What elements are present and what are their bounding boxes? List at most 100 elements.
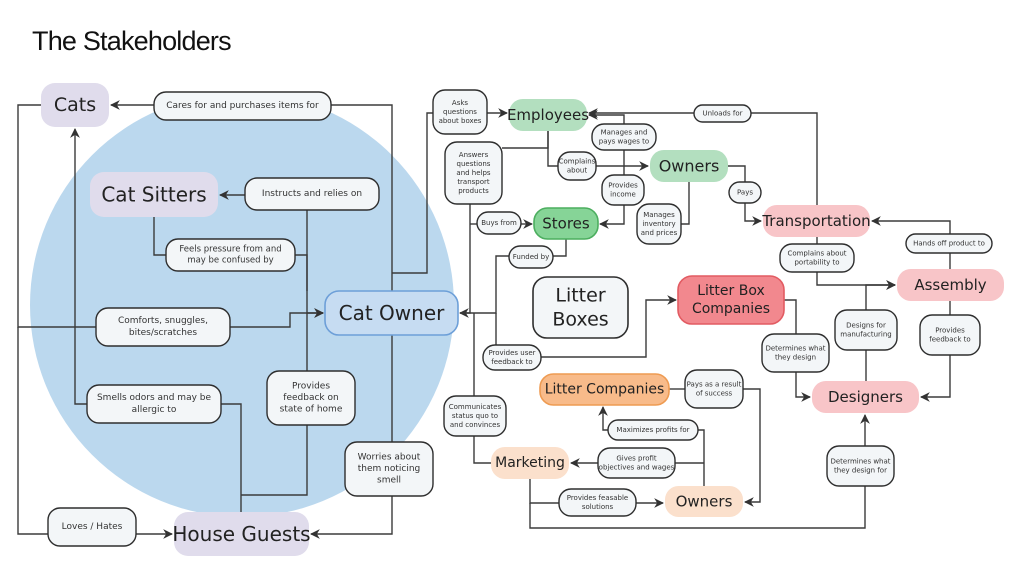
edge-label-text-line: they design for	[834, 466, 887, 474]
node-employees[interactable]: Employees	[507, 99, 589, 131]
node-owners-store[interactable]: Owners	[650, 150, 728, 182]
edge-unloads	[751, 112, 818, 205]
edge-label-text-line: Determines what	[830, 458, 890, 466]
edge-funded-2	[460, 255, 509, 314]
edge-label-text-line: Manages and	[601, 129, 648, 137]
edge-label-hands-off[interactable]: Hands off product to	[905, 233, 993, 254]
edge-label-text-line: Answers	[459, 151, 489, 159]
edge-sitters-pressure	[153, 217, 166, 256]
edge-label-maximizes-profits[interactable]: Maximizes profits for	[607, 419, 699, 441]
edge-label-box	[153, 91, 332, 121]
edge-funded	[553, 239, 567, 257]
node-text-line: Cat Owner	[339, 301, 446, 325]
node-cats[interactable]: Cats	[41, 83, 109, 127]
node-box	[677, 275, 785, 325]
node-litter-companies[interactable]: Litter Companies	[539, 373, 670, 406]
edge-label-box	[601, 174, 645, 206]
edge-portability-2	[816, 272, 896, 290]
edge-label-box	[432, 89, 488, 135]
node-stores[interactable]: Stores	[533, 207, 599, 240]
edge-label-text-line: Pays as a result	[687, 381, 742, 389]
edge-label-text-line: Complains about	[787, 250, 846, 258]
edge-label-text-line: Funded by	[513, 253, 550, 261]
edge-label-box	[86, 384, 222, 424]
node-text-line: Owners	[659, 157, 720, 176]
edge-label-box	[47, 507, 137, 547]
edge-label-text-line: Smells odors and may be	[97, 393, 212, 403]
edge-pays-2	[744, 203, 762, 226]
edge-label-text-line: and convinces	[450, 421, 501, 429]
edge-label-text-line: Gives profit	[616, 455, 657, 463]
edge-label-text-line: Designs for	[846, 322, 886, 330]
edge-label-text-line: products	[458, 187, 489, 195]
node-text-line: Assembly	[914, 276, 986, 294]
edge-label-text-line: and prices	[641, 229, 678, 237]
edge-design-mfg-2	[865, 280, 896, 310]
edge-label-pays[interactable]: Pays	[728, 181, 762, 204]
edge-label-box	[597, 447, 676, 479]
node-text-line: Marketing	[495, 455, 565, 471]
node-marketing[interactable]: Marketing	[491, 447, 569, 479]
edge-label-box	[607, 419, 699, 441]
node-transportation[interactable]: Transportation	[761, 205, 871, 237]
edge-label-text-line: them noticing	[358, 464, 421, 474]
edge-label-text-line: objectives and wages	[599, 463, 675, 471]
edge-label-buys-from[interactable]: Buys from	[476, 211, 522, 235]
node-box	[812, 381, 919, 413]
node-cat-sitters[interactable]: Cat Sitters	[90, 172, 218, 217]
node-text-line: Companies	[692, 301, 770, 317]
edge-label-loves-hates[interactable]: Loves / Hates	[47, 507, 137, 547]
edge-label-text-line: Determines what	[765, 345, 825, 353]
edge-label-unloads-for[interactable]: Unloads for	[693, 104, 752, 123]
edge-label-text-line: they design	[775, 353, 816, 361]
node-cat-owner[interactable]: Cat Owner	[324, 290, 459, 336]
page-title: The Stakeholders	[32, 26, 232, 56]
node-box	[897, 269, 1004, 301]
edge-label-funded-by[interactable]: Funded by	[508, 245, 554, 269]
node-box	[650, 150, 728, 182]
node-box	[665, 486, 743, 517]
node-assembly[interactable]: Assembly	[897, 269, 1004, 301]
edge-label-cares-for[interactable]: Cares for and purchases items for	[153, 91, 332, 121]
node-designers[interactable]: Designers	[812, 381, 919, 413]
node-box	[174, 512, 309, 556]
node-owners-litter[interactable]: Owners	[665, 486, 743, 517]
edge-label-text-line: Provides user	[488, 349, 535, 357]
edge-label-text-line: of success	[696, 389, 733, 397]
edge-owner-asks	[392, 112, 433, 274]
edge-maximizes	[698, 429, 705, 486]
edge-label-instructs[interactable]: Instructs and relies on	[244, 177, 380, 211]
node-text-line: Employees	[507, 106, 589, 124]
edge-label-comforts[interactable]: Comforts, snuggles,bites/scratches	[95, 307, 231, 347]
edge-label-text-line: income	[610, 190, 636, 198]
edge-label-text-line: manufacturing	[840, 330, 891, 338]
edge-label-text-line: Maximizes profits for	[616, 426, 689, 434]
edge-label-box	[684, 369, 744, 409]
node-text-line: Litter	[555, 284, 605, 306]
node-house-guests[interactable]: House Guests	[172, 512, 311, 556]
edge-emp-complains	[547, 131, 558, 167]
edge-label-box	[444, 141, 503, 205]
